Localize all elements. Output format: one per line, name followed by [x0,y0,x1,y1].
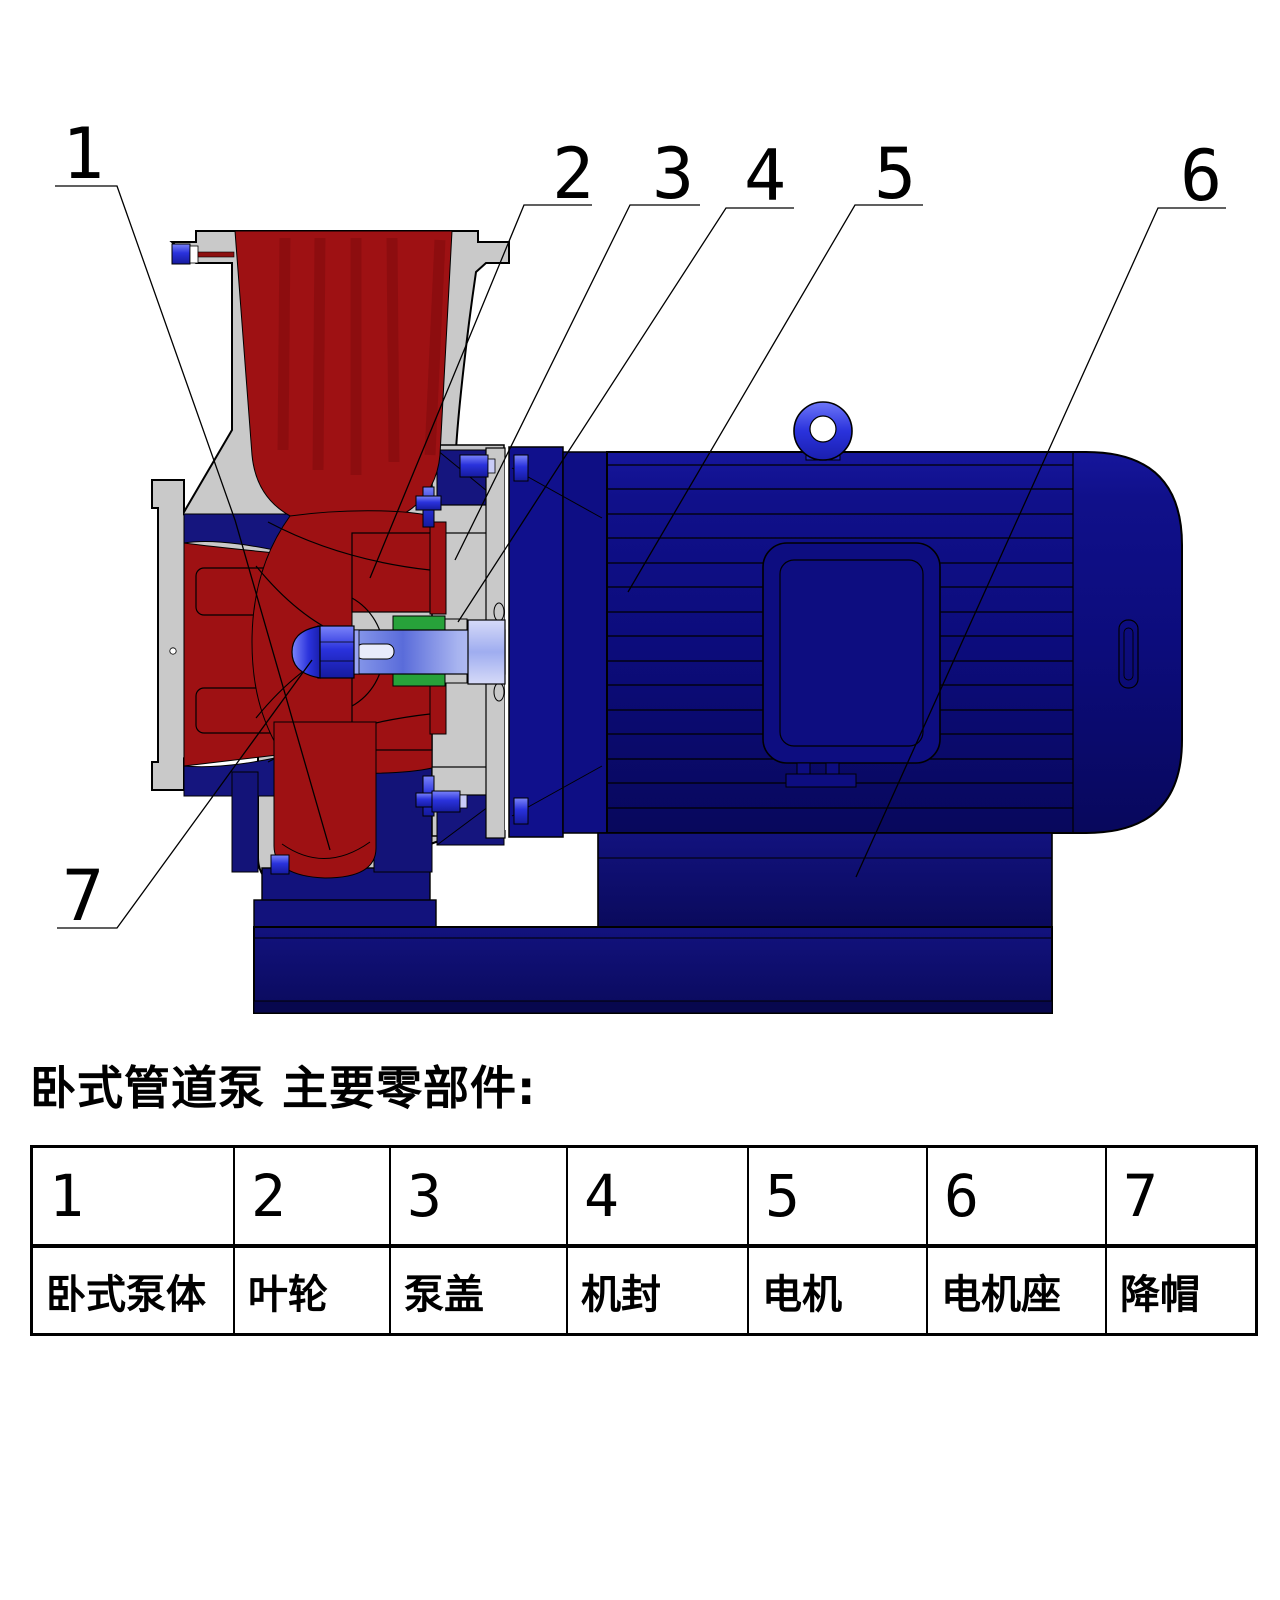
bracket-bolt-top [459,454,489,478]
callout-label-2: 2 [552,133,594,215]
motor-seat [597,832,1053,928]
part-number-cell: 4 [568,1148,749,1248]
callout-label-7: 7 [62,855,104,937]
shaft-step [467,619,506,685]
bracket-bolt-bottom [431,790,461,813]
callout-label-1: 1 [62,113,104,195]
outlet-flange-bolt [171,243,191,265]
fasteners [171,243,529,875]
parts-table: 1 2 3 4 5 6 7 卧式泵体 叶轮 泵盖 机封 电机 电机座 降帽 [30,1145,1258,1336]
pump-shaft [291,619,506,685]
part-number-cell: 2 [235,1148,391,1248]
base-plate [253,926,1053,1014]
figure-title: 卧式管道泵 主要零部件: [30,1061,537,1115]
callout-label-6: 6 [1180,135,1222,217]
callout-label-5: 5 [874,133,916,215]
outlet-interior [234,230,453,518]
leader-6 [855,207,1226,878]
shaft-hex-nut [317,625,355,679]
motor-junction-box [762,542,941,764]
shaft-keyway [355,643,395,660]
pump-pedestal-lower [253,899,437,928]
leader-3 [454,204,700,561]
part-name-cell: 电机 [749,1248,928,1333]
leader-4 [457,207,794,623]
part-number-cell: 5 [749,1148,928,1248]
callout-labels: 1 2 3 4 5 6 7 [62,113,1222,937]
pump-cross-section-diagram: 1 2 3 4 5 6 7 [55,113,1226,1014]
part-number-cell: 6 [928,1148,1107,1248]
part-name-cell: 机封 [568,1248,749,1333]
cap-nut [291,625,321,679]
motor [508,401,1183,864]
callout-label-4: 4 [744,135,786,217]
part-number-cell: 1 [33,1148,235,1248]
motor-front-flange [508,446,564,838]
part-name-cell: 泵盖 [391,1248,568,1333]
part-name-cell: 卧式泵体 [33,1248,235,1333]
part-number-cell: 7 [1107,1148,1255,1248]
part-number-cell: 3 [391,1148,568,1248]
motor-endcap-slot [1118,619,1139,689]
leader-lines [55,185,1226,929]
callout-label-3: 3 [652,133,694,215]
leader-1 [55,185,331,851]
part-name-cell: 叶轮 [235,1248,391,1333]
tube-bolt [270,854,290,875]
part-name-cell: 电机座 [928,1248,1107,1333]
leader-7 [57,659,313,929]
part-name-cell: 降帽 [1120,1271,1200,1318]
leader-5 [627,204,923,593]
leader-2 [369,204,592,579]
